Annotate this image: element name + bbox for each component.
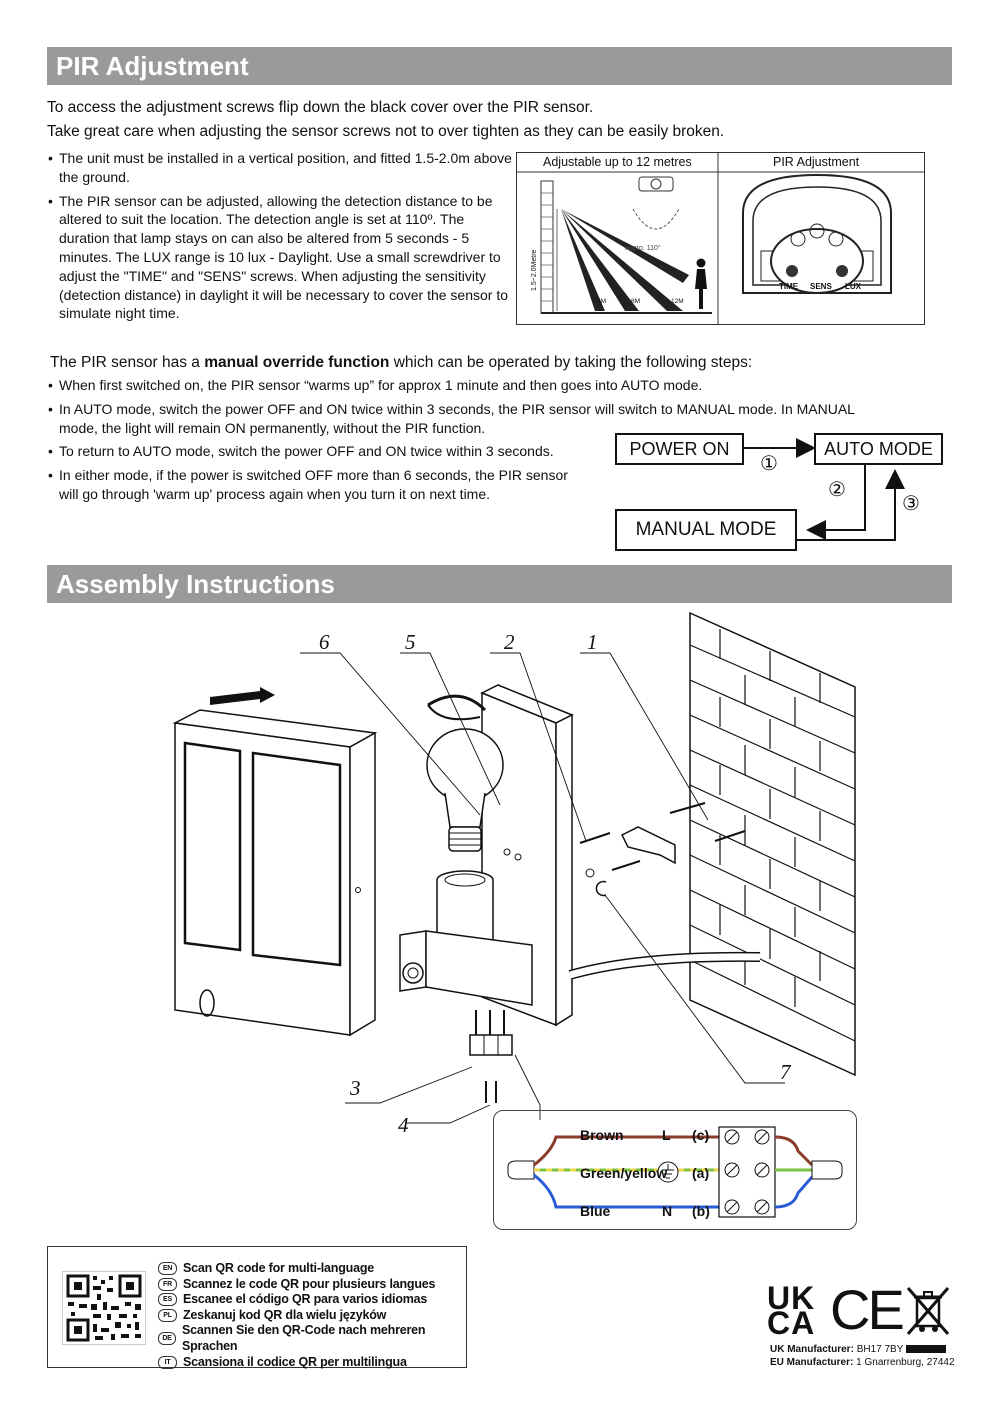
knob-label-sens: SENS	[810, 282, 832, 291]
qr-code-graphic	[66, 1274, 142, 1342]
override-bullet: When first switched on, the PIR sensor “…	[48, 376, 859, 395]
qr-language-text: Scansiona il codice QR per multilingua	[183, 1354, 407, 1369]
pir-adjustment-header: PIR Adjustment	[47, 47, 952, 85]
weee-bin-icon	[906, 1287, 950, 1335]
auto-mode-box: AUTO MODE	[814, 433, 943, 465]
language-code-badge: FR	[158, 1277, 177, 1291]
angle-label: appro. 110°	[625, 245, 661, 252]
uk-manufacturer-row: UK Manufacturer: BH17 7BY	[770, 1344, 955, 1357]
override-bullet: In either mode, if the power is switched…	[48, 466, 589, 504]
uk-manufacturer-value: BH17 7BY	[856, 1344, 904, 1355]
qr-language-box: EN Scan QR code for multi-language FR Scan…	[47, 1246, 467, 1370]
part-number-1: 1	[587, 630, 598, 654]
qr-language-list: EN Scan QR code for multi-language FR Scan…	[158, 1261, 466, 1370]
height-label: 1.5~2.0Metre	[531, 249, 538, 291]
assembly-instructions-header: Assembly Instructions	[47, 565, 952, 603]
wire-label-blue: Blue	[580, 1203, 611, 1219]
terminal-neutral-label: N	[662, 1203, 673, 1219]
distance-label: 12M	[671, 298, 684, 305]
part-number-2: 2	[504, 630, 515, 654]
qr-language-text: Scannez le code QR pour plusieurs langue…	[183, 1276, 436, 1291]
part-number-6: 6	[319, 630, 330, 654]
pir-bullet-list: The unit must be installed in a vertical…	[48, 149, 516, 328]
knob-label-time: TIME	[779, 282, 799, 291]
language-code-badge: DE	[158, 1332, 176, 1346]
pir-panel-right-header: PIR Adjustment	[773, 155, 860, 169]
assembly-instructions-title: Assembly Instructions	[56, 569, 335, 599]
pir-diagram-panel: Adjustable up to 12 metres PIR Adjustmen…	[516, 152, 925, 325]
distance-label: 8M	[631, 298, 641, 305]
language-code-badge: PL	[158, 1309, 177, 1323]
wiring-graphic	[507, 1126, 843, 1218]
ukca-mark-bottom: CA	[767, 1305, 816, 1341]
assembly-exploded-diagram	[172, 611, 856, 1124]
qr-language-row: ES Escanee el código QR para varios idiom…	[158, 1292, 466, 1308]
terminal-live-label: L	[662, 1127, 671, 1143]
manual-mode-box: MANUAL MODE	[615, 509, 797, 551]
intro-line-2: Take great care when adjusting the senso…	[47, 123, 725, 140]
qr-language-text: Scannen Sie den QR-Code nach mehreren Sp…	[181, 1323, 426, 1353]
knob-label-lux: LUX	[845, 282, 861, 291]
eu-manufacturer-row: EU Manufacturer: 1 Gnarrenburg, 27442	[770, 1357, 955, 1370]
language-code-badge: ES	[158, 1293, 177, 1307]
override-lead-bold: manual override function	[204, 354, 390, 371]
override-lead-before: The PIR sensor has a	[50, 354, 205, 371]
manufacturer-info: UK Manufacturer: BH17 7BY EU Manufacture…	[770, 1344, 955, 1369]
qr-language-text: Escanee el código QR para varios idiomas	[183, 1292, 428, 1307]
override-lead: The PIR sensor has a manual override fun…	[50, 354, 752, 372]
part-number-7: 7	[780, 1060, 791, 1084]
ukca-mark: UK CA	[767, 1280, 816, 1341]
pir-adjustment-title: PIR Adjustment	[56, 51, 249, 81]
qr-language-text: Scan QR code for multi-language	[183, 1261, 375, 1275]
qr-language-row: PL Zeskanuj kod QR dla wielu języków	[158, 1308, 466, 1324]
qr-language-row: DE Scannen Sie den QR-Code nach mehreren …	[158, 1323, 466, 1354]
wire-label-green-yellow: Green/yellow	[580, 1165, 668, 1181]
terminal-a-label: (a)	[692, 1165, 710, 1181]
override-bullet-list: When first switched on, the PIR sensor “…	[48, 376, 854, 509]
eu-manufacturer-value: 1 Gnarrenburg, 27442	[856, 1356, 955, 1368]
distance-label: 4M	[597, 298, 607, 305]
part-number-5: 5	[405, 630, 416, 654]
uk-manufacturer-label: UK Manufacturer:	[770, 1344, 854, 1355]
eu-manufacturer-label: EU Manufacturer:	[770, 1356, 854, 1368]
power-on-box: POWER ON	[615, 433, 744, 465]
intro-line-1: To access the adjustment screws flip dow…	[47, 99, 594, 116]
qr-language-row: FR Scannez le code QR pour plusieurs lang…	[158, 1277, 466, 1293]
step-1-marker: ①	[760, 453, 778, 475]
override-bullet: In AUTO mode, switch the power OFF and O…	[48, 400, 859, 438]
pir-diagram-graphic	[517, 153, 924, 324]
part-number-4: 4	[398, 1113, 409, 1137]
wire-label-brown: Brown	[580, 1127, 624, 1143]
mode-flow-arrows	[743, 438, 905, 541]
language-code-badge: IT	[158, 1355, 177, 1369]
terminal-c-label: (c)	[692, 1127, 710, 1143]
terminal-b-label: (b)	[692, 1203, 710, 1219]
wiring-detail: Brown Green/yellow Blue L N (c) (a) (b)	[493, 1110, 857, 1230]
language-code-badge: EN	[158, 1262, 177, 1276]
qr-code-icon[interactable]	[62, 1271, 146, 1345]
pir-bullet: The PIR sensor can be adjusted, allowing…	[48, 192, 516, 324]
part-number-3: 3	[350, 1076, 361, 1100]
override-bullet: To return to AUTO mode, switch the power…	[48, 442, 619, 461]
ce-mark: CE	[830, 1278, 905, 1341]
pir-panel-left-header: Adjustable up to 12 metres	[543, 155, 692, 169]
ukca-mark-top: UK	[767, 1280, 816, 1316]
step-2-marker: ②	[828, 479, 846, 501]
step-3-marker: ③	[902, 493, 920, 515]
pir-bullet: The unit must be installed in a vertical…	[48, 149, 516, 187]
qr-language-row: IT Scansiona il codice QR per multilingua	[158, 1355, 466, 1371]
qr-language-row: EN Scan QR code for multi-language	[158, 1261, 466, 1277]
qr-language-text: Zeskanuj kod QR dla wielu języków	[183, 1307, 387, 1322]
redaction-bar	[905, 1345, 946, 1354]
override-lead-after: which can be operated by taking the foll…	[389, 354, 753, 371]
